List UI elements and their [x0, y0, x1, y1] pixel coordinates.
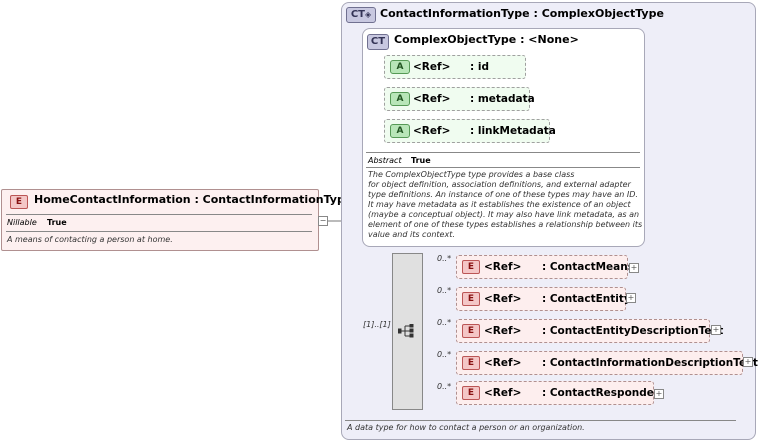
outer-type-description: A data type for how to contact a person …	[347, 423, 585, 432]
element-name: : ContactEntity	[542, 293, 631, 305]
element-badge: E	[462, 260, 480, 274]
attribute-badge: A	[390, 124, 410, 138]
element-occurrence: 0..*	[437, 382, 452, 391]
attribute-ref: <Ref>	[413, 61, 451, 73]
element-contact-means[interactable]: E <Ref> : ContactMeans	[456, 255, 634, 279]
attribute-ref: <Ref>	[413, 93, 451, 105]
element-occurrence: 0..*	[437, 286, 452, 295]
element-occurrence: 0..*	[437, 254, 452, 263]
element-ref: <Ref>	[484, 387, 522, 399]
expand-toggle[interactable]: +	[629, 263, 639, 273]
element-badge: E	[462, 324, 480, 338]
element-contact-responder[interactable]: E <Ref> : ContactResponder	[456, 381, 659, 405]
abstract-value: True	[411, 156, 431, 165]
inner-type-name: ComplexObjectType	[394, 33, 517, 46]
attribute-link-metadata[interactable]: A <Ref> : linkMetadata	[384, 119, 556, 143]
home-element-box[interactable]: E HomeContactInformation : ContactInform…	[1, 189, 352, 251]
home-element-type: : ContactInformationType	[194, 193, 353, 206]
element-ref: <Ref>	[484, 357, 522, 369]
divider	[6, 231, 312, 232]
divider	[366, 152, 640, 153]
element-badge: E	[462, 356, 480, 370]
expand-toggle[interactable]: +	[626, 293, 636, 303]
attribute-name: : metadata	[470, 93, 535, 105]
attribute-metadata[interactable]: A <Ref> : metadata	[384, 87, 535, 111]
element-ref: <Ref>	[484, 325, 522, 337]
home-element-name: HomeContactInformation	[34, 193, 191, 206]
element-name: : ContactMeans	[542, 261, 634, 273]
element-name: : ContactInformationDescriptionText	[542, 357, 758, 369]
element-contact-entity-description-text[interactable]: E <Ref> : ContactEntityDescriptionText	[456, 319, 723, 343]
element-occurrence: 0..*	[437, 350, 452, 359]
expand-toggle[interactable]: +	[711, 325, 721, 335]
element-ref: <Ref>	[484, 293, 522, 305]
expand-toggle[interactable]: +	[743, 357, 753, 367]
element-occurrence: 0..*	[437, 318, 452, 327]
attribute-name: : id	[470, 61, 489, 73]
nillable-value: True	[47, 218, 67, 227]
home-element-description: A means of contacting a person at home.	[7, 235, 173, 244]
element-badge: E	[462, 386, 480, 400]
element-name: : ContactEntityDescriptionText	[542, 325, 724, 337]
sequence-icon	[398, 324, 414, 338]
element-contact-entity[interactable]: E <Ref> : ContactEntity	[456, 287, 631, 311]
inner-type-description: The ComplexObjectType type provides a ba…	[368, 170, 643, 239]
divider	[345, 420, 736, 421]
outer-type-base: : ComplexObjectType	[533, 7, 664, 20]
inner-type-base: : <None>	[520, 33, 579, 46]
element-name: : ContactResponder	[542, 387, 660, 399]
expand-toggle[interactable]: +	[654, 389, 664, 399]
element-contact-information-description-text[interactable]: E <Ref> : ContactInformationDescriptionT…	[456, 351, 758, 375]
attribute-id[interactable]: A <Ref> : id	[384, 55, 526, 79]
collapse-toggle[interactable]: −	[318, 216, 328, 226]
complex-type-badge: CT◈	[346, 7, 376, 23]
attribute-badge: A	[390, 60, 410, 74]
abstract-label: Abstract	[368, 156, 402, 165]
divider	[366, 167, 640, 168]
attribute-name: : linkMetadata	[470, 125, 556, 137]
nillable-label: Nillable	[7, 218, 37, 227]
attribute-badge: A	[390, 92, 410, 106]
sequence-compositor[interactable]	[392, 253, 423, 410]
sequence-occurrence: [1]..[1]	[363, 320, 391, 329]
divider	[6, 214, 312, 215]
outer-type-name: ContactInformationType	[380, 7, 530, 20]
attribute-ref: <Ref>	[413, 125, 451, 137]
element-badge: E	[462, 292, 480, 306]
element-badge: E	[10, 195, 28, 209]
element-ref: <Ref>	[484, 261, 522, 273]
complex-type-badge: CT	[367, 34, 389, 50]
